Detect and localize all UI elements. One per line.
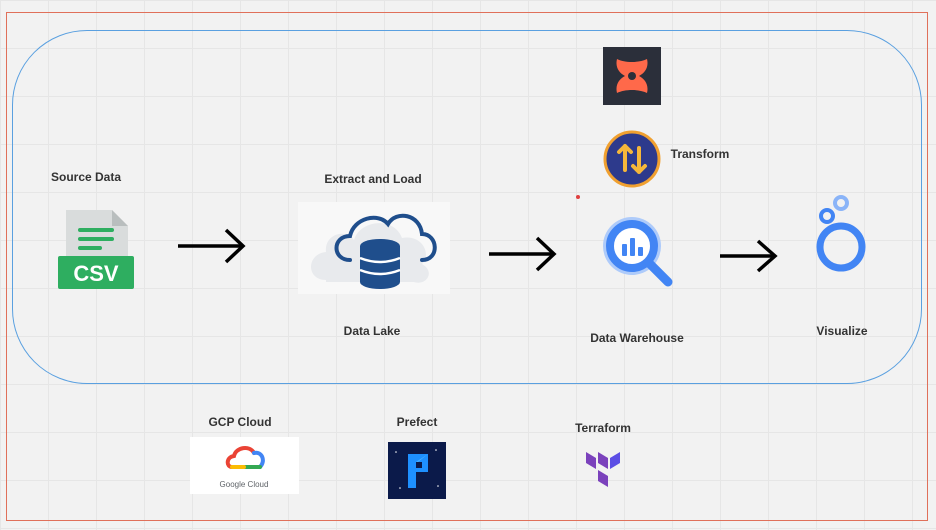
google-cloud-text: Google Cloud	[220, 480, 269, 489]
arrow-lake-to-warehouse	[489, 236, 557, 272]
cloud-database-icon	[298, 202, 450, 294]
prefect-label: Prefect	[396, 415, 438, 429]
pipeline-container	[12, 30, 922, 384]
source-data-label: Source Data	[50, 170, 122, 184]
prefect-logo	[388, 442, 446, 499]
arrow-source-to-lake	[178, 228, 246, 264]
red-dot	[576, 195, 580, 199]
outer-frame	[6, 12, 928, 521]
gcp-cloud-label: GCP Cloud	[208, 415, 272, 429]
terraform-logo	[586, 452, 620, 487]
visualize-label: Visualize	[816, 324, 868, 338]
transform-label: Transform	[670, 147, 730, 161]
arrow-warehouse-to-visualize	[720, 239, 778, 273]
csv-file-icon: CSV	[58, 210, 134, 289]
bigquery-icon	[603, 217, 673, 287]
spark-icon	[603, 130, 661, 188]
terraform-label: Terraform	[575, 421, 631, 435]
google-cloud-logo: Google Cloud	[190, 437, 299, 494]
looker-studio-icon	[816, 195, 866, 272]
csv-text: CSV	[73, 261, 119, 286]
dbt-icon	[603, 47, 661, 105]
data-warehouse-label: Data Warehouse	[590, 331, 684, 345]
data-lake-label: Data Lake	[343, 324, 401, 338]
extract-load-label: Extract and Load	[324, 172, 422, 186]
